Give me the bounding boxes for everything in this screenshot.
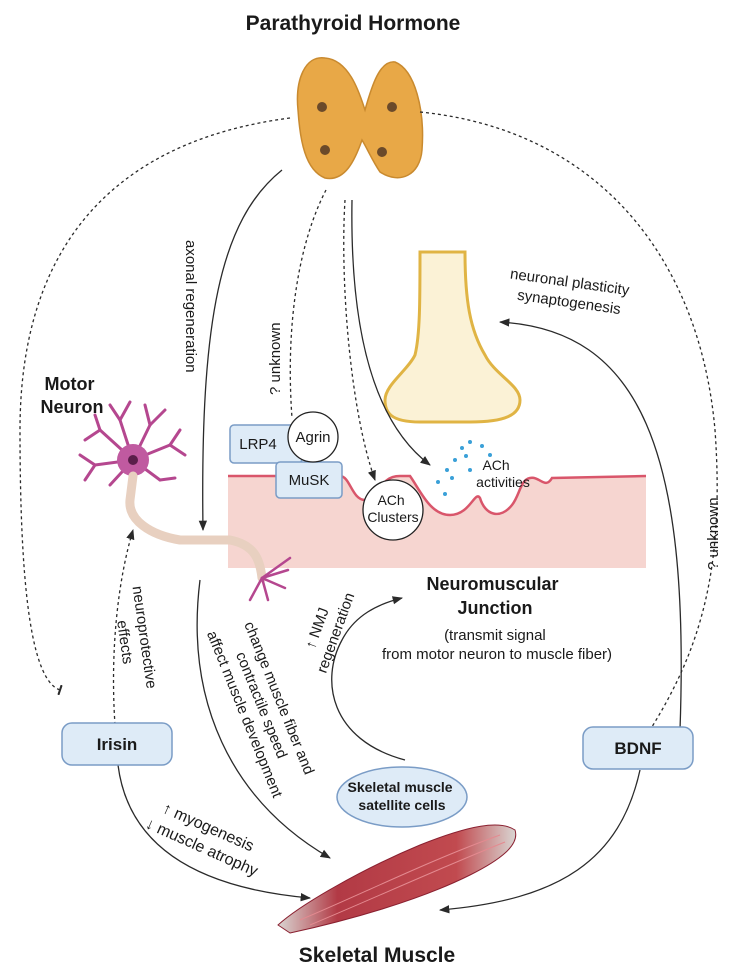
thyroid-gland-icon <box>296 57 424 180</box>
label-unknown-right: ? unknown <box>705 497 722 570</box>
ach-clusters-circle <box>362 479 424 541</box>
arrow-bdnf-synaptogenesis <box>498 318 682 731</box>
musk-label: MuSK <box>289 472 330 489</box>
arrow-axonal-regeneration <box>198 169 283 532</box>
arrow-unknown-left <box>289 189 327 419</box>
label-unknown-left: ? unknown <box>267 322 284 395</box>
bdnf-box <box>582 726 694 770</box>
arrow-neuron-muscle <box>196 579 331 859</box>
label-axonal-regeneration: axonal regeneration <box>182 240 199 373</box>
skeletal-muscle-title: Skeletal Muscle <box>299 944 455 967</box>
agrin-circle <box>287 411 339 463</box>
nmj-subtitle: (transmit signal from motor neuron to mu… <box>382 627 612 663</box>
arrow-pth-ach-activities <box>351 199 431 466</box>
arrow-bdnf-muscle <box>438 769 641 914</box>
satellite-cells-ellipse <box>336 766 468 828</box>
irisin-label: Irisin <box>97 735 138 754</box>
skeletal-muscle-icon <box>277 824 517 934</box>
lrp4-label: LRP4 <box>239 436 277 453</box>
irisin-box <box>61 722 173 766</box>
label-neuronal-plasticity: neuronal plasticity synaptogenesis <box>506 266 634 320</box>
nerve-terminal <box>383 250 522 424</box>
arrow-irisin-neuron <box>112 529 135 726</box>
ach-clusters-label: ACh Clusters <box>367 492 418 525</box>
arrow-pth-bdnf <box>419 111 718 731</box>
label-myogenesis: ↑ myogenesis ↓ muscle atrophy <box>143 796 269 880</box>
arrow-satellite-nmj <box>331 596 406 761</box>
label-neuroprotective: neuroprotective effects <box>109 585 161 697</box>
ach-activities-label: ACh activities <box>476 457 530 490</box>
bdnf-label: BDNF <box>614 739 661 758</box>
satellite-cells-label: Skeletal muscle satellite cells <box>348 779 457 813</box>
arrow-pth-irisin <box>19 117 291 696</box>
nmj-title: Neuromuscular Junction <box>426 574 563 618</box>
motor-neuron-icon <box>78 400 292 602</box>
motor-neuron-label: Motor Neuron <box>41 374 104 417</box>
arrow-irisin-muscle <box>117 764 312 902</box>
arrow-paths <box>19 111 718 914</box>
ach-vesicles <box>436 440 492 496</box>
arrow-pth-ach-clusters <box>343 199 376 481</box>
agrin-label: Agrin <box>295 429 330 446</box>
page-title: Parathyroid Hormone <box>246 12 461 35</box>
